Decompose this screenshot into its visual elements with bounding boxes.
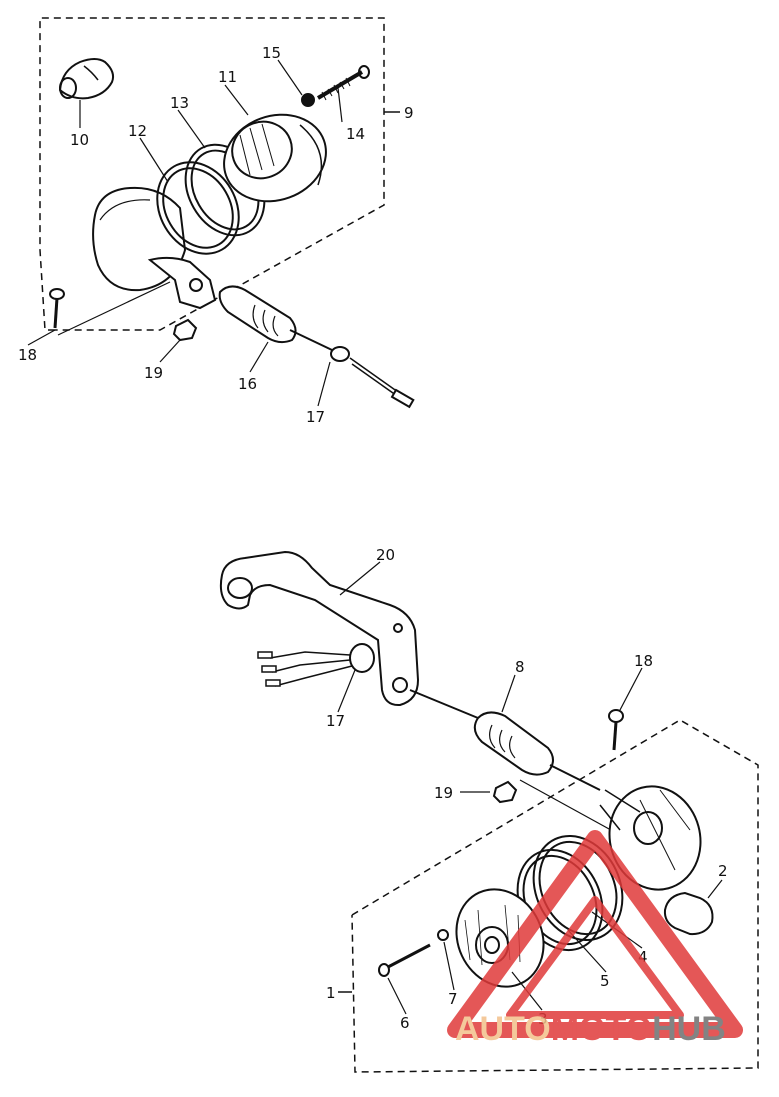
lower-dashed-frame xyxy=(351,719,759,1073)
socket-part-8 xyxy=(473,711,601,791)
housing-lower xyxy=(599,785,702,891)
upper-mount-bracket xyxy=(147,256,217,310)
lower-bracket-leader xyxy=(519,779,621,836)
label-part-8: 8 xyxy=(515,658,525,676)
bulb-part-10 xyxy=(58,58,115,100)
label-part-16: 16 xyxy=(238,375,257,393)
label-part-2: 2 xyxy=(718,862,728,880)
screw-part-6 xyxy=(378,943,431,977)
watermark-hub: HUB xyxy=(652,1010,726,1048)
watermark-triangle-outer-icon xyxy=(447,830,743,1038)
lower-cable xyxy=(409,689,479,719)
watermark-auto: AUTO xyxy=(455,1010,551,1048)
label-part-5: 5 xyxy=(600,972,610,990)
label-part-15: 15 xyxy=(262,44,281,62)
label-part-20: 20 xyxy=(376,546,395,564)
housing-part-11 xyxy=(223,113,327,203)
bolt-part-18 xyxy=(49,281,171,336)
label-part-17-upper: 17 xyxy=(306,408,325,426)
label-part-1: 1 xyxy=(326,984,336,1002)
upper-assembly xyxy=(39,17,415,409)
label-part-17-lower: 17 xyxy=(326,712,345,730)
bracket-part-20 xyxy=(219,550,420,707)
socket-part-16 xyxy=(218,285,333,351)
label-part-11: 11 xyxy=(218,68,237,86)
watermark-logo: AUTOMOTOHUB xyxy=(447,830,743,1048)
bulb-part-2 xyxy=(663,891,714,936)
grommet-part-17-lower xyxy=(349,643,375,673)
ring-part-12 xyxy=(156,161,240,255)
label-part-4: 4 xyxy=(638,948,648,966)
screw-part-14 xyxy=(316,65,370,101)
watermark-triangle-inner-icon xyxy=(506,896,684,1019)
upper-dashed-frame xyxy=(39,17,385,331)
label-part-14: 14 xyxy=(346,125,365,143)
nut-part-19 xyxy=(172,318,198,342)
label-part-10: 10 xyxy=(70,131,89,149)
grommet-part-17 xyxy=(330,346,415,409)
label-part-6: 6 xyxy=(400,1014,410,1032)
watermark-moto: MOTO xyxy=(551,1010,652,1048)
washer-part-7 xyxy=(437,929,449,941)
label-part-18-upper: 18 xyxy=(18,346,37,364)
lower-assembly xyxy=(219,550,759,1073)
label-part-18-lower: 18 xyxy=(634,652,653,670)
upper-leaders xyxy=(27,59,343,407)
nut-part-15 xyxy=(301,93,315,107)
label-part-13: 13 xyxy=(170,94,189,112)
watermark-text: AUTOMOTOHUB xyxy=(455,1010,726,1048)
label-part-7: 7 xyxy=(448,990,458,1008)
bolt-part-18-lower xyxy=(608,709,624,751)
label-part-9: 9 xyxy=(404,104,414,122)
label-part-12: 12 xyxy=(128,122,147,140)
label-part-19-lower: 19 xyxy=(434,784,453,802)
nut-part-19-lower xyxy=(492,780,518,804)
label-part-19-upper: 19 xyxy=(144,364,163,382)
lower-wires xyxy=(257,651,353,687)
